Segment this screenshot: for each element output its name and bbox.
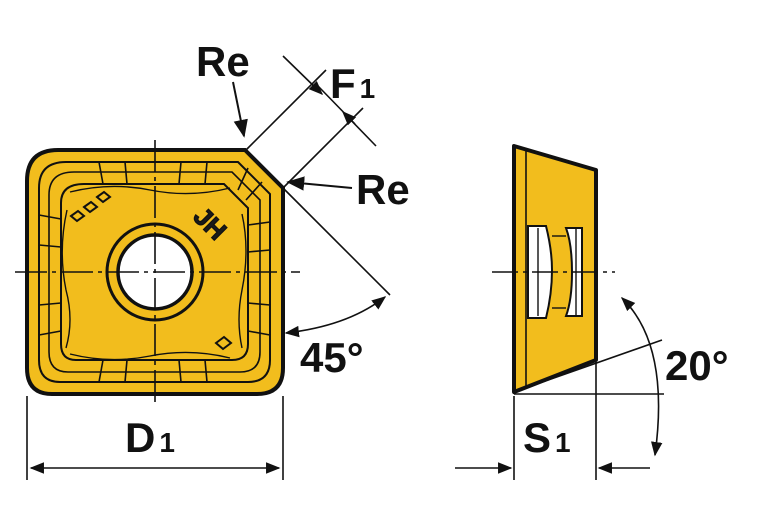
angle-20-dimension [513,296,664,457]
re-right-label: Re [356,166,410,213]
angle-45-dimension [282,187,391,338]
insert-top-view: JH [15,140,300,405]
s1-label-main: S [523,414,551,461]
chip-breaker-ring [60,183,249,361]
s1-label-sub: 1 [555,427,571,458]
cutting-edge-ring-middle [48,171,261,373]
edge-wave-lines [61,185,247,361]
d1-label-main: D [125,414,155,461]
angle-45-label: 45° [300,334,364,381]
cutting-edge-ring-outer [38,161,271,383]
re-top-dimension [232,81,248,138]
edge-index-marks [69,190,233,351]
d1-dimension [26,396,284,480]
d1-label-sub: 1 [159,427,175,458]
f1-dimension [245,55,377,189]
chip-form-ribs [38,161,271,383]
side-profile [512,144,598,394]
re-right-dimension [286,176,353,191]
angle-20-label: 20° [665,342,729,389]
f1-label-main: F [330,60,356,107]
f1-label-sub: 1 [360,73,376,104]
centerlines [15,140,300,405]
s1-dimension [455,362,650,480]
re-top-label: Re [196,38,250,85]
insert-side-view [492,144,615,394]
side-top-facet [513,145,527,386]
